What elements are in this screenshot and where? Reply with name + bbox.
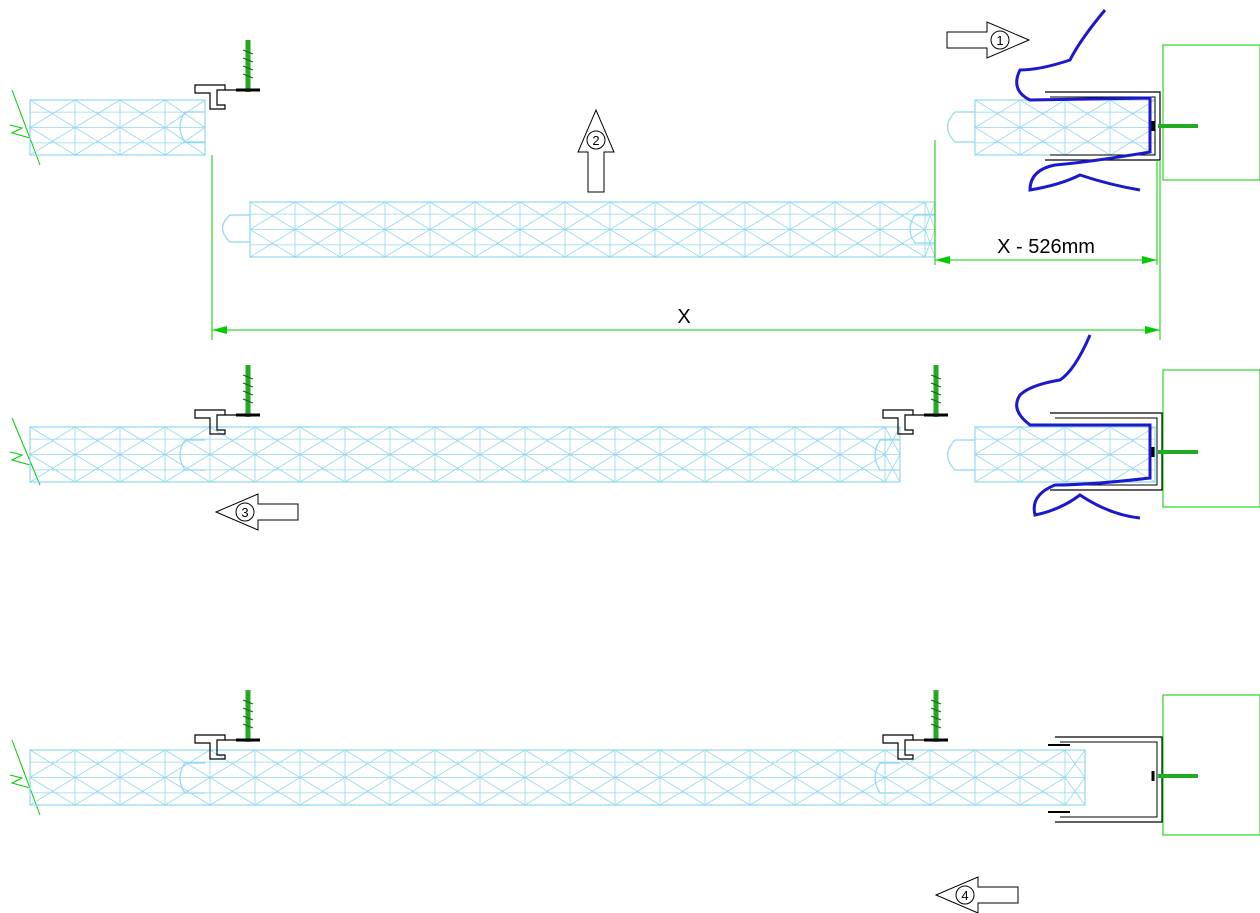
step-4-arrow: 4 [934, 876, 1019, 913]
step-number: 3 [241, 505, 248, 520]
wall-block [1162, 369, 1260, 508]
seal-strip [1015, 9, 1152, 192]
step-number: 4 [961, 888, 968, 903]
dimension-total-label: X [677, 306, 690, 328]
wall-block [1162, 694, 1260, 836]
dimension-offset-label: X - 526mm [997, 236, 1095, 258]
panel-lattice [249, 201, 936, 258]
section-3: 4 [9, 690, 1260, 913]
screw-icon [924, 690, 948, 742]
panel-lattice [29, 426, 901, 483]
end-profile [1048, 736, 1163, 823]
screw-icon [924, 365, 948, 417]
screw-icon [236, 365, 260, 417]
screw-icon [1151, 121, 1198, 131]
panel-lattice [29, 749, 1086, 806]
final-panel [29, 749, 1086, 806]
panel-lattice [974, 426, 1156, 483]
left-panel-stub [9, 89, 206, 166]
dimension-offset: X - 526mm [934, 140, 1158, 265]
right-panel [946, 99, 1156, 156]
screw-icon [1151, 447, 1198, 457]
wall-block [1162, 44, 1260, 181]
panel-lattice [29, 99, 206, 156]
step-1-arrow: 1 [946, 21, 1031, 59]
screw-icon [236, 690, 260, 742]
step-number: 1 [996, 33, 1003, 48]
section-2: 3 [9, 334, 1260, 531]
step-number: 2 [592, 133, 599, 148]
dimension-total: X [211, 155, 1161, 340]
right-panel [946, 426, 1156, 483]
seal-strip [1015, 334, 1152, 520]
lifted-panel [221, 201, 936, 258]
section-1: 2 1 X - [9, 9, 1260, 340]
joined-panel [29, 426, 901, 483]
panel-lattice [974, 99, 1156, 156]
step-2-arrow: 2 [577, 108, 615, 193]
screw-icon [1151, 771, 1198, 781]
step-3-arrow: 3 [214, 493, 299, 531]
screw-icon [236, 40, 260, 92]
